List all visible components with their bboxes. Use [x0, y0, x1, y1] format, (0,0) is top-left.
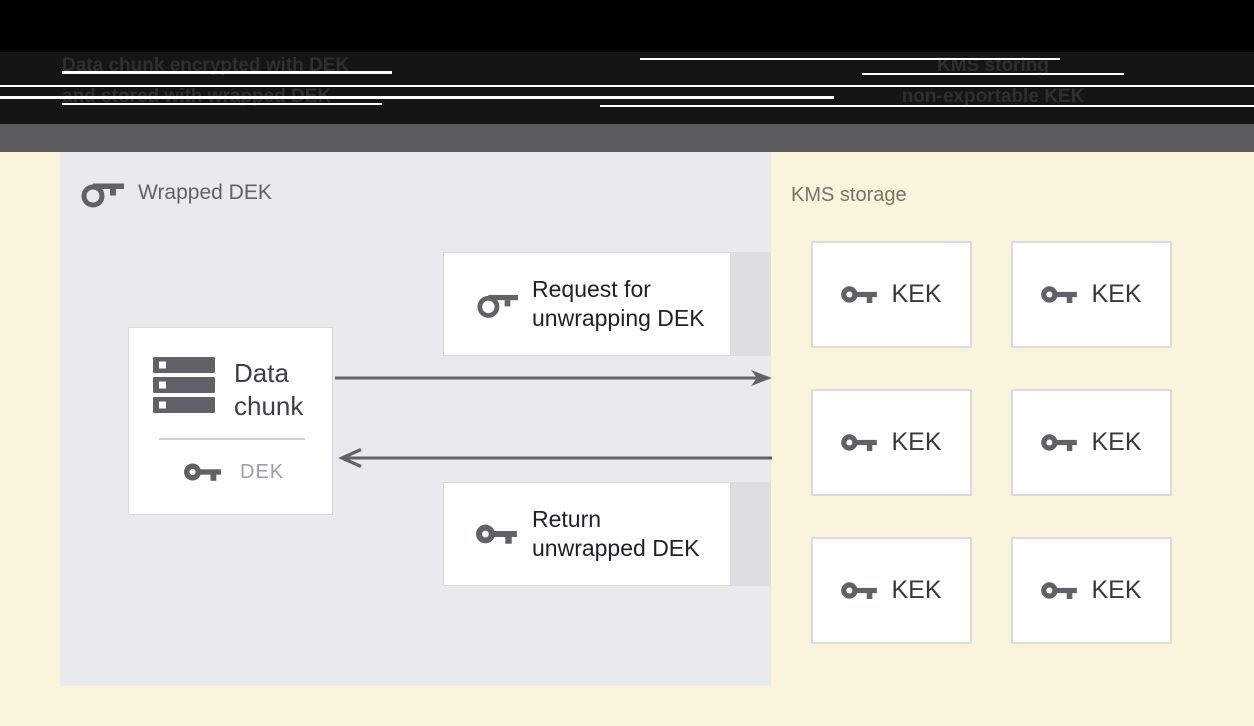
glitch-line	[640, 58, 1060, 60]
kek-label: KEK	[1091, 280, 1142, 308]
kek-label: KEK	[891, 280, 942, 308]
wrapped-dek-label-text: Wrapped DEK	[138, 181, 272, 204]
data-chunk-caption: Data chunk encrypted with DEK and stored…	[62, 50, 349, 112]
kek-box: KEK	[1011, 241, 1172, 348]
caption-line: Data chunk encrypted with DEK	[62, 55, 350, 76]
data-chunk-row: Data chunk	[153, 357, 303, 423]
glitch-line	[0, 96, 834, 99]
key-solid-icon	[1041, 434, 1078, 451]
card-divider	[159, 438, 305, 440]
key-solid-icon	[1041, 582, 1078, 599]
kek-box: KEK	[811, 389, 972, 496]
return-card-tab	[731, 482, 771, 586]
kek-label: KEK	[891, 576, 942, 604]
wrapped-dek-label: Wrapped DEK	[80, 175, 272, 211]
kek-box: KEK	[811, 537, 972, 644]
kms-caption: KMS storing non-exportable KEK	[858, 50, 1128, 112]
key-solid-icon	[184, 463, 221, 481]
kek-box: KEK	[1011, 389, 1172, 496]
kek-label: KEK	[891, 428, 942, 456]
key-solid-icon	[841, 434, 878, 451]
header-inner-band	[0, 52, 1254, 124]
server-stack-icon	[153, 357, 215, 413]
data-chunk-card: Data chunk DEK	[128, 327, 333, 515]
glitch-line	[0, 85, 1254, 87]
return-card-text: Return unwrapped DEK	[532, 506, 700, 561]
key-solid-icon	[841, 582, 878, 599]
glitch-line	[62, 103, 382, 105]
return-unwrapped-card: Return unwrapped DEK	[443, 482, 731, 586]
glitch-line	[600, 105, 1254, 107]
key-outline-icon	[81, 183, 124, 208]
key-solid-icon	[841, 286, 878, 303]
return-arrow	[338, 448, 772, 468]
request-card-tab	[731, 252, 771, 356]
kek-label: KEK	[1091, 428, 1142, 456]
request-card-text: Request for unwrapping DEK	[532, 276, 705, 331]
caption-line: KMS storing	[937, 55, 1049, 76]
kek-grid: KEK KEK KEK KEK KEK KEK	[811, 241, 1172, 644]
key-solid-icon	[1041, 286, 1078, 303]
kek-box: KEK	[811, 241, 972, 348]
glitch-line	[862, 73, 1124, 75]
key-solid-icon	[476, 524, 517, 544]
glitch-line	[62, 71, 392, 74]
caption-line: non-exportable KEK	[901, 86, 1085, 107]
kms-storage-label: KMS storage	[791, 184, 907, 206]
key-outline-icon	[477, 294, 518, 318]
divider-bar	[0, 124, 1254, 152]
request-arrow	[335, 370, 772, 386]
dek-row: DEK	[184, 456, 284, 488]
kek-box: KEK	[1011, 537, 1172, 644]
header-band: Data chunk encrypted with DEK and stored…	[0, 0, 1254, 124]
data-chunk-title: Data chunk	[234, 358, 304, 421]
dek-label: DEK	[240, 460, 285, 483]
kek-label: KEK	[1091, 576, 1142, 604]
request-unwrap-card: Request for unwrapping DEK	[443, 252, 731, 356]
